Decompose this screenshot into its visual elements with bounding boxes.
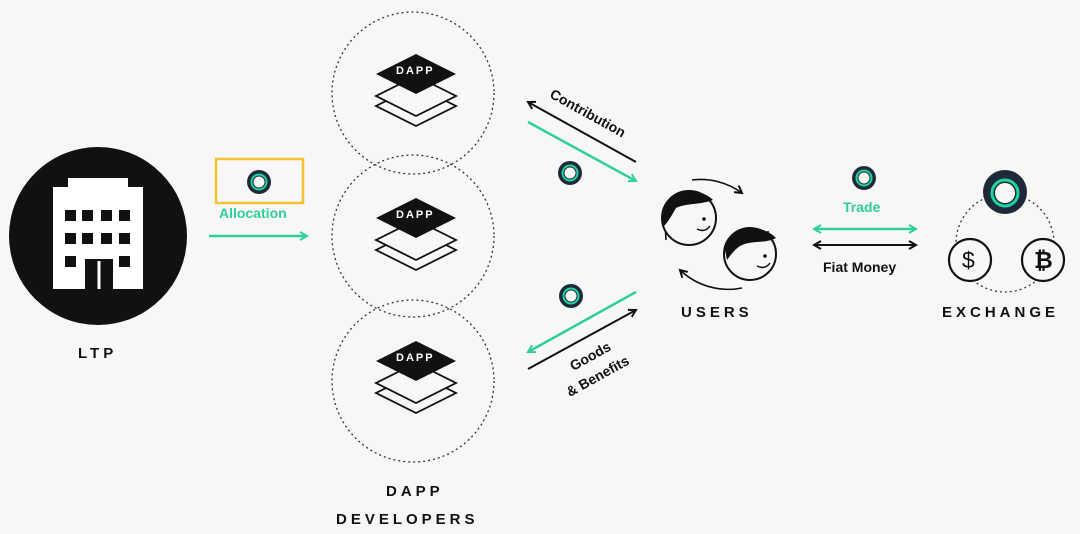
dapp-circle-1 <box>331 11 495 175</box>
exchange-node <box>947 170 1066 293</box>
contribution-token-arrow <box>527 120 636 181</box>
dollar-coin-icon <box>947 237 993 283</box>
contribution-token-icon <box>557 160 583 186</box>
bitcoin-glyph: ₿ <box>1034 248 1053 274</box>
ltp-node <box>9 147 187 325</box>
user-face-left <box>661 190 717 246</box>
dapp-card-label-3: DAPP <box>396 352 435 364</box>
dapp-circle-2 <box>331 154 495 318</box>
exchange-token-icon <box>983 170 1027 214</box>
dapp-card-label-1: DAPP <box>396 65 435 77</box>
users-label: USERS <box>681 304 753 321</box>
users-cycle-icon <box>661 178 777 291</box>
goods-arrow <box>527 310 636 370</box>
allocation-token-icon <box>246 169 272 195</box>
contribution-arrow <box>528 102 637 163</box>
dapp-developers-line2: DEVELOPERS <box>336 511 479 528</box>
ltp-label: LTP <box>78 345 118 362</box>
dollar-glyph: $ <box>962 247 975 273</box>
dapp-cluster <box>331 11 495 463</box>
goods-token-arrow <box>528 290 637 352</box>
user-face-right <box>723 227 777 281</box>
bitcoin-coin-icon <box>1020 237 1066 283</box>
dapp-circle-3 <box>331 299 495 463</box>
allocation-label: Allocation <box>219 205 287 221</box>
goods-token-icon <box>558 283 584 309</box>
exchange-label: EXCHANGE <box>942 304 1060 321</box>
trade-token-icon <box>851 165 877 191</box>
trade-label: Trade <box>843 199 881 215</box>
fiat-money-label: Fiat Money <box>823 259 897 275</box>
building-icon <box>53 178 143 289</box>
allocation-highlight-box <box>214 157 305 205</box>
dapp-developers-line1: DAPP <box>386 483 444 500</box>
dapp-card-label-2: DAPP <box>396 209 435 221</box>
